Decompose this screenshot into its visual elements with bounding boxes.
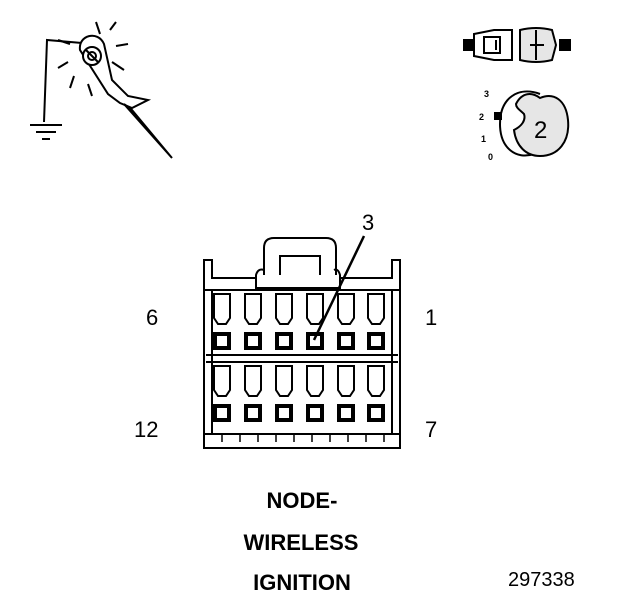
callout-leader xyxy=(312,235,366,341)
cavity-3 xyxy=(275,293,293,350)
key-position-2: 2 xyxy=(479,112,484,122)
key-position-0: 0 xyxy=(488,152,493,162)
cavity-9 xyxy=(275,365,293,422)
callout-pin-3: 3 xyxy=(362,210,374,235)
connector-cavities xyxy=(213,293,385,422)
cavity-12 xyxy=(367,365,385,422)
cavity-10 xyxy=(306,365,324,422)
pin-label-bottom-left: 12 xyxy=(134,417,158,442)
cavity-7 xyxy=(213,365,231,422)
pin-label-top-right: 1 xyxy=(425,305,437,330)
cavity-4 xyxy=(306,293,324,350)
test-probe-icon xyxy=(30,21,173,159)
connector-bottom-ticks xyxy=(221,434,385,442)
cavity-5 xyxy=(337,293,355,350)
figure-number: 297338 xyxy=(508,569,575,591)
disconnected-connector-icon xyxy=(463,27,571,63)
connector-body xyxy=(203,237,401,449)
key-position-1: 1 xyxy=(481,134,486,144)
key-position-3: 3 xyxy=(484,89,489,99)
cavity-8 xyxy=(244,365,262,422)
key-label: 2 xyxy=(534,117,547,144)
cavity-6 xyxy=(367,293,385,350)
cavity-2 xyxy=(244,293,262,350)
pin-label-top-left: 6 xyxy=(146,305,158,330)
cavity-1 xyxy=(213,293,231,350)
ignition-key-icon: 3 2 1 0 2 xyxy=(479,89,570,162)
title-line-2: WIRELESS xyxy=(244,530,359,555)
ground-symbol-icon xyxy=(30,124,62,140)
title-line-1: NODE- xyxy=(267,488,338,513)
title-line-3: IGNITION xyxy=(253,570,351,595)
cavity-11 xyxy=(337,365,355,422)
pin-label-bottom-right: 7 xyxy=(425,417,437,442)
